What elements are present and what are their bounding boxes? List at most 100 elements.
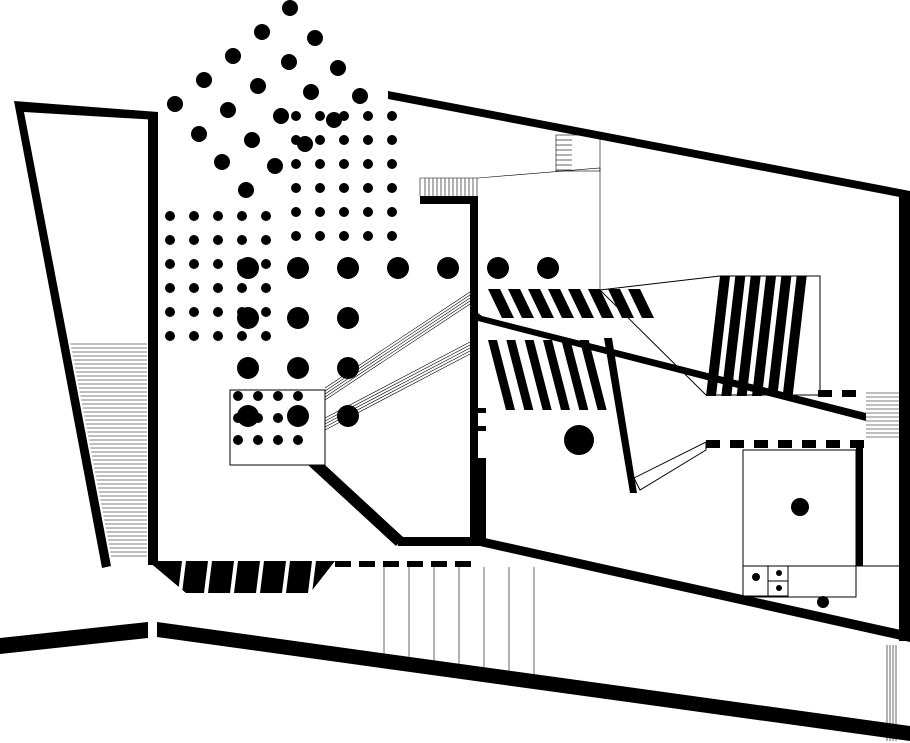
dot (307, 30, 323, 46)
dot (273, 391, 283, 401)
dot (315, 159, 325, 169)
dot (326, 112, 342, 128)
dot (167, 96, 183, 112)
dot (233, 391, 243, 401)
dot (337, 257, 359, 279)
dot (363, 183, 373, 193)
right-interior (598, 275, 899, 741)
dot (189, 259, 199, 269)
outer-walls (0, 91, 910, 741)
dot (213, 331, 223, 341)
dot (363, 207, 373, 217)
dot (817, 596, 829, 608)
bottom-left-bars (148, 561, 335, 593)
dot (303, 84, 319, 100)
dot (315, 111, 325, 121)
dot (287, 257, 309, 279)
dot (165, 211, 175, 221)
dot (273, 435, 283, 445)
dot (282, 0, 298, 16)
dot (315, 207, 325, 217)
diagonal-ramp (308, 291, 471, 546)
dot (339, 111, 349, 121)
dot (189, 283, 199, 293)
dot (261, 235, 271, 245)
dot (776, 570, 782, 576)
dot (339, 135, 349, 145)
dot (261, 307, 271, 317)
dot (337, 405, 359, 427)
bottom-slanted-wall (396, 537, 910, 642)
dot (293, 391, 303, 401)
dot (267, 158, 283, 174)
dot (352, 88, 368, 104)
dot-field-frame (229, 389, 326, 466)
dot (337, 357, 359, 379)
dot (273, 108, 289, 124)
dot (237, 283, 247, 293)
dot (189, 235, 199, 245)
dot (165, 307, 175, 317)
dot (237, 211, 247, 221)
dot (253, 391, 263, 401)
dot (339, 183, 349, 193)
dot (291, 111, 301, 121)
dot (776, 585, 782, 591)
dot (291, 159, 301, 169)
bottom-slab-left (0, 622, 148, 654)
central-wall (420, 196, 486, 540)
bottom-dashed-wall (335, 561, 471, 567)
dot (281, 54, 297, 70)
dot (165, 235, 175, 245)
left-wing-stair-hatch (70, 343, 147, 557)
dot (237, 235, 247, 245)
dot (291, 207, 301, 217)
dot (250, 78, 266, 94)
bottom-stair-lines (383, 567, 535, 675)
dot (287, 307, 309, 329)
dot (196, 72, 212, 88)
dot (363, 231, 373, 241)
dot (233, 435, 243, 445)
dot (253, 435, 263, 445)
left-wing-wall (14, 101, 158, 568)
dot (213, 307, 223, 317)
dot (191, 126, 207, 142)
bottom-slab-right (157, 622, 910, 741)
dot (291, 135, 301, 145)
dot (237, 405, 259, 427)
dot (387, 183, 397, 193)
dot (213, 259, 223, 269)
dot (791, 498, 809, 516)
dot (363, 159, 373, 169)
dot (261, 331, 271, 341)
striped-zone-top (488, 289, 654, 318)
dot (291, 231, 301, 241)
dot (363, 111, 373, 121)
dot (254, 24, 270, 40)
dot (225, 48, 241, 64)
dot (487, 257, 509, 279)
upper-stair-hatch (419, 134, 601, 290)
dot (339, 207, 349, 217)
dot (315, 183, 325, 193)
dot (564, 425, 594, 455)
dot (315, 231, 325, 241)
dot (293, 413, 303, 423)
dot (437, 257, 459, 279)
dot (315, 135, 325, 145)
striped-zone-center (488, 340, 607, 410)
dot (244, 132, 260, 148)
dot (387, 231, 397, 241)
dot (237, 331, 247, 341)
dot (189, 307, 199, 317)
dot (213, 211, 223, 221)
dot (213, 235, 223, 245)
dot (165, 259, 175, 269)
dot (339, 231, 349, 241)
dot (337, 307, 359, 329)
dot (214, 154, 230, 170)
dot (330, 60, 346, 76)
dot (363, 135, 373, 145)
